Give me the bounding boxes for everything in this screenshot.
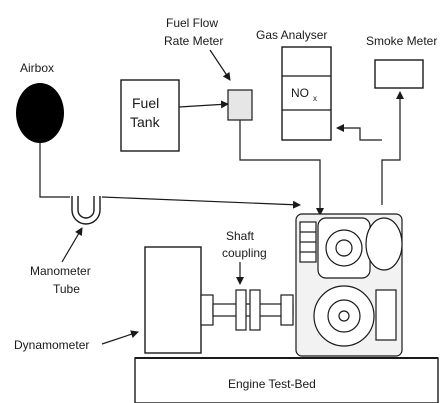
manometer-to-engine-line	[101, 196, 301, 209]
smoke-meter-label: Smoke Meter	[366, 34, 437, 48]
dynamometer-leader	[101, 330, 139, 345]
shaft-coupling-label-2: coupling	[222, 246, 267, 260]
test-bed-label: Engine Test-Bed	[228, 377, 316, 391]
coupling-flange-right	[249, 289, 261, 331]
engine-test-bed	[134, 357, 439, 403]
tank-to-meter-line	[178, 100, 229, 109]
manometer-label-1: Manometer	[30, 264, 91, 278]
smoke-meter	[374, 59, 424, 89]
coupling-flange-left	[235, 289, 247, 331]
exhaust-to-gas-analyser	[336, 124, 382, 141]
fuel-tank	[120, 79, 180, 152]
nox-subscript: x	[313, 94, 317, 103]
fuel-flow-meter-label-1: Fuel Flow	[166, 16, 218, 30]
airbox-label: Airbox	[20, 61, 54, 75]
gas-analyser-label: Gas Analyser	[256, 28, 327, 42]
engine	[295, 213, 403, 357]
fuel-flow-meter-leader	[209, 49, 231, 81]
airbox	[16, 83, 64, 143]
fuel-flow-meter-label-2: Rate Meter	[164, 34, 223, 48]
nox-label: NO	[291, 86, 309, 100]
exhaust-to-smoke-meter	[381, 91, 404, 205]
meter-to-engine-line	[239, 120, 324, 216]
manometer-leader	[61, 227, 83, 263]
fuel-tank-label-1: Fuel	[132, 95, 159, 111]
fuel-tank-label-2: Tank	[130, 114, 161, 130]
manometer-label-2: Tube	[53, 282, 80, 296]
gas-analyser	[281, 46, 332, 141]
shaft-stub-left	[200, 294, 214, 326]
airbox-to-engine-line	[39, 143, 70, 198]
dynamometer-label: Dynamometer	[14, 338, 89, 352]
manometer-tube	[71, 196, 101, 225]
fuel-flow-meter	[227, 89, 253, 121]
shaft-coupling-label-1: Shaft	[226, 229, 255, 243]
shaft-stub-right	[280, 294, 294, 326]
dynamometer	[144, 246, 202, 354]
